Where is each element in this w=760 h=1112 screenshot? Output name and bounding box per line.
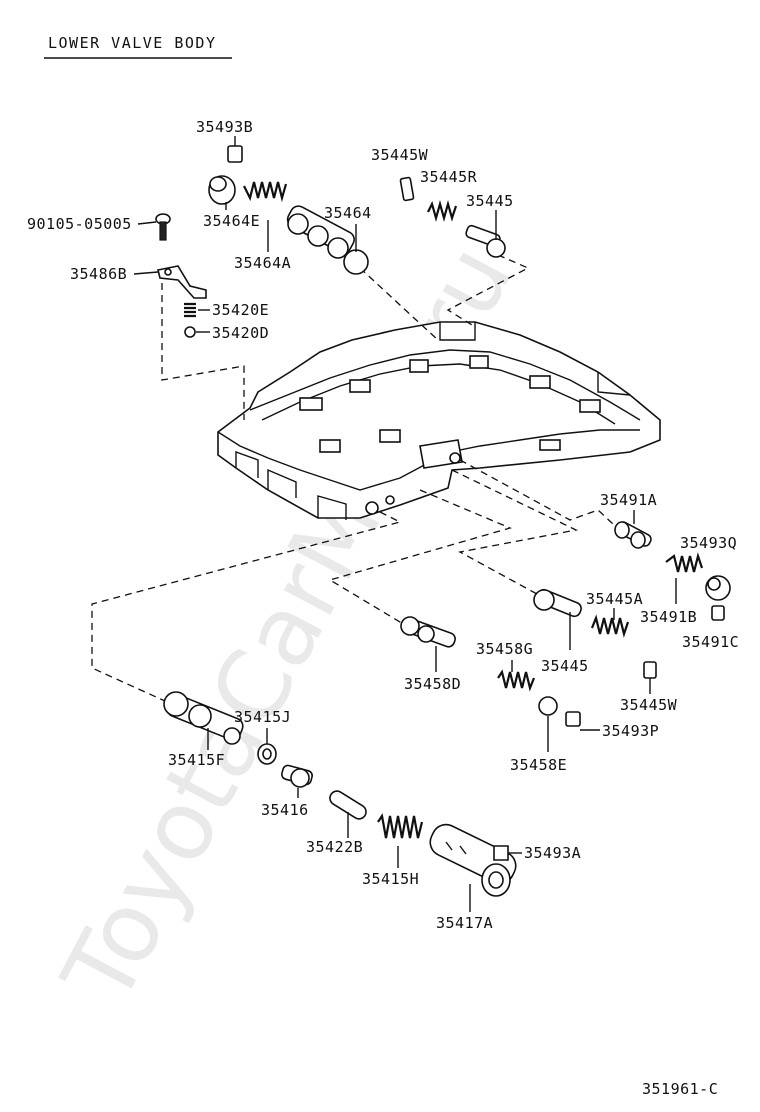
label-35416: 35416 (261, 801, 309, 819)
part-labels: 35493B 35464E 90105-05005 35464A 35464 3… (27, 118, 739, 932)
label-35420E: 35420E (212, 301, 269, 319)
part-35445W-bottom (643, 661, 657, 679)
part-35445A-spring (590, 614, 630, 638)
part-35464A-spring (243, 181, 288, 203)
part-35491A-valve (614, 521, 652, 549)
label-35415H: 35415H (362, 870, 419, 888)
part-35416-plunger (281, 764, 313, 788)
part-35493Q-plug (705, 575, 731, 601)
label-35445W-bottom: 35445W (620, 696, 678, 714)
part-35486B-bracket (157, 265, 207, 299)
label-35464: 35464 (324, 204, 372, 222)
part-35445-top-valve (465, 224, 506, 258)
label-35493A: 35493A (524, 844, 581, 862)
part-35491C-retainer (711, 605, 725, 621)
part-35464E (208, 175, 236, 205)
label-35493Q: 35493Q (680, 534, 737, 552)
part-35493P-retainer (565, 711, 581, 727)
part-35445W-top (399, 176, 415, 202)
label-35445A: 35445A (586, 590, 643, 608)
part-35493B (227, 145, 243, 163)
assembly-leader-lines (91, 254, 629, 707)
label-35458D: 35458D (404, 675, 461, 693)
label-35417A: 35417A (436, 914, 493, 932)
label-35464E: 35464E (203, 212, 260, 230)
part-35420E-spring (184, 302, 196, 318)
part-35464-valve (286, 205, 369, 275)
label-90105-05005: 90105-05005 (27, 215, 132, 233)
part-35415H-spring (377, 813, 424, 839)
label-leader-lines (133, 136, 677, 912)
part-35493A-retainer (493, 845, 509, 861)
part-35458D-valve (400, 616, 456, 648)
label-35422B: 35422B (306, 838, 363, 856)
part-35422B-pin (329, 790, 367, 820)
part-90105-05005-bolt (155, 213, 171, 241)
label-35445R: 35445R (420, 168, 478, 186)
label-35491A: 35491A (600, 491, 657, 509)
part-35458E-plug (538, 696, 558, 716)
label-35458E: 35458E (510, 756, 567, 774)
figure-code: 351961-C (642, 1080, 718, 1098)
label-35415J: 35415J (234, 708, 291, 726)
diagram-title: LOWER VALVE BODY (48, 34, 217, 52)
part-35491B-spring (665, 552, 704, 573)
label-35493B: 35493B (196, 118, 253, 136)
label-35445-mid: 35445 (541, 657, 589, 675)
part-35445R-spring (427, 199, 458, 223)
label-35458G: 35458G (476, 640, 533, 658)
label-35445W-top: 35445W (371, 146, 429, 164)
label-35420D: 35420D (212, 324, 269, 342)
label-35464A: 35464A (234, 254, 291, 272)
label-35491B: 35491B (640, 608, 697, 626)
label-35486B: 35486B (70, 265, 127, 283)
part-35415F-valve (163, 691, 244, 745)
part-35417A-sleeve (429, 823, 517, 897)
part-35415J-washer (257, 743, 277, 765)
label-35415F: 35415F (168, 751, 225, 769)
part-35420D-ball (184, 326, 196, 338)
label-35491C: 35491C (682, 633, 739, 651)
part-35458G-spring (497, 669, 536, 692)
label-35493P: 35493P (602, 722, 659, 740)
label-35445-top: 35445 (466, 192, 514, 210)
lower-valve-body-casting (217, 321, 661, 520)
part-35445-mid-valve (533, 588, 582, 618)
